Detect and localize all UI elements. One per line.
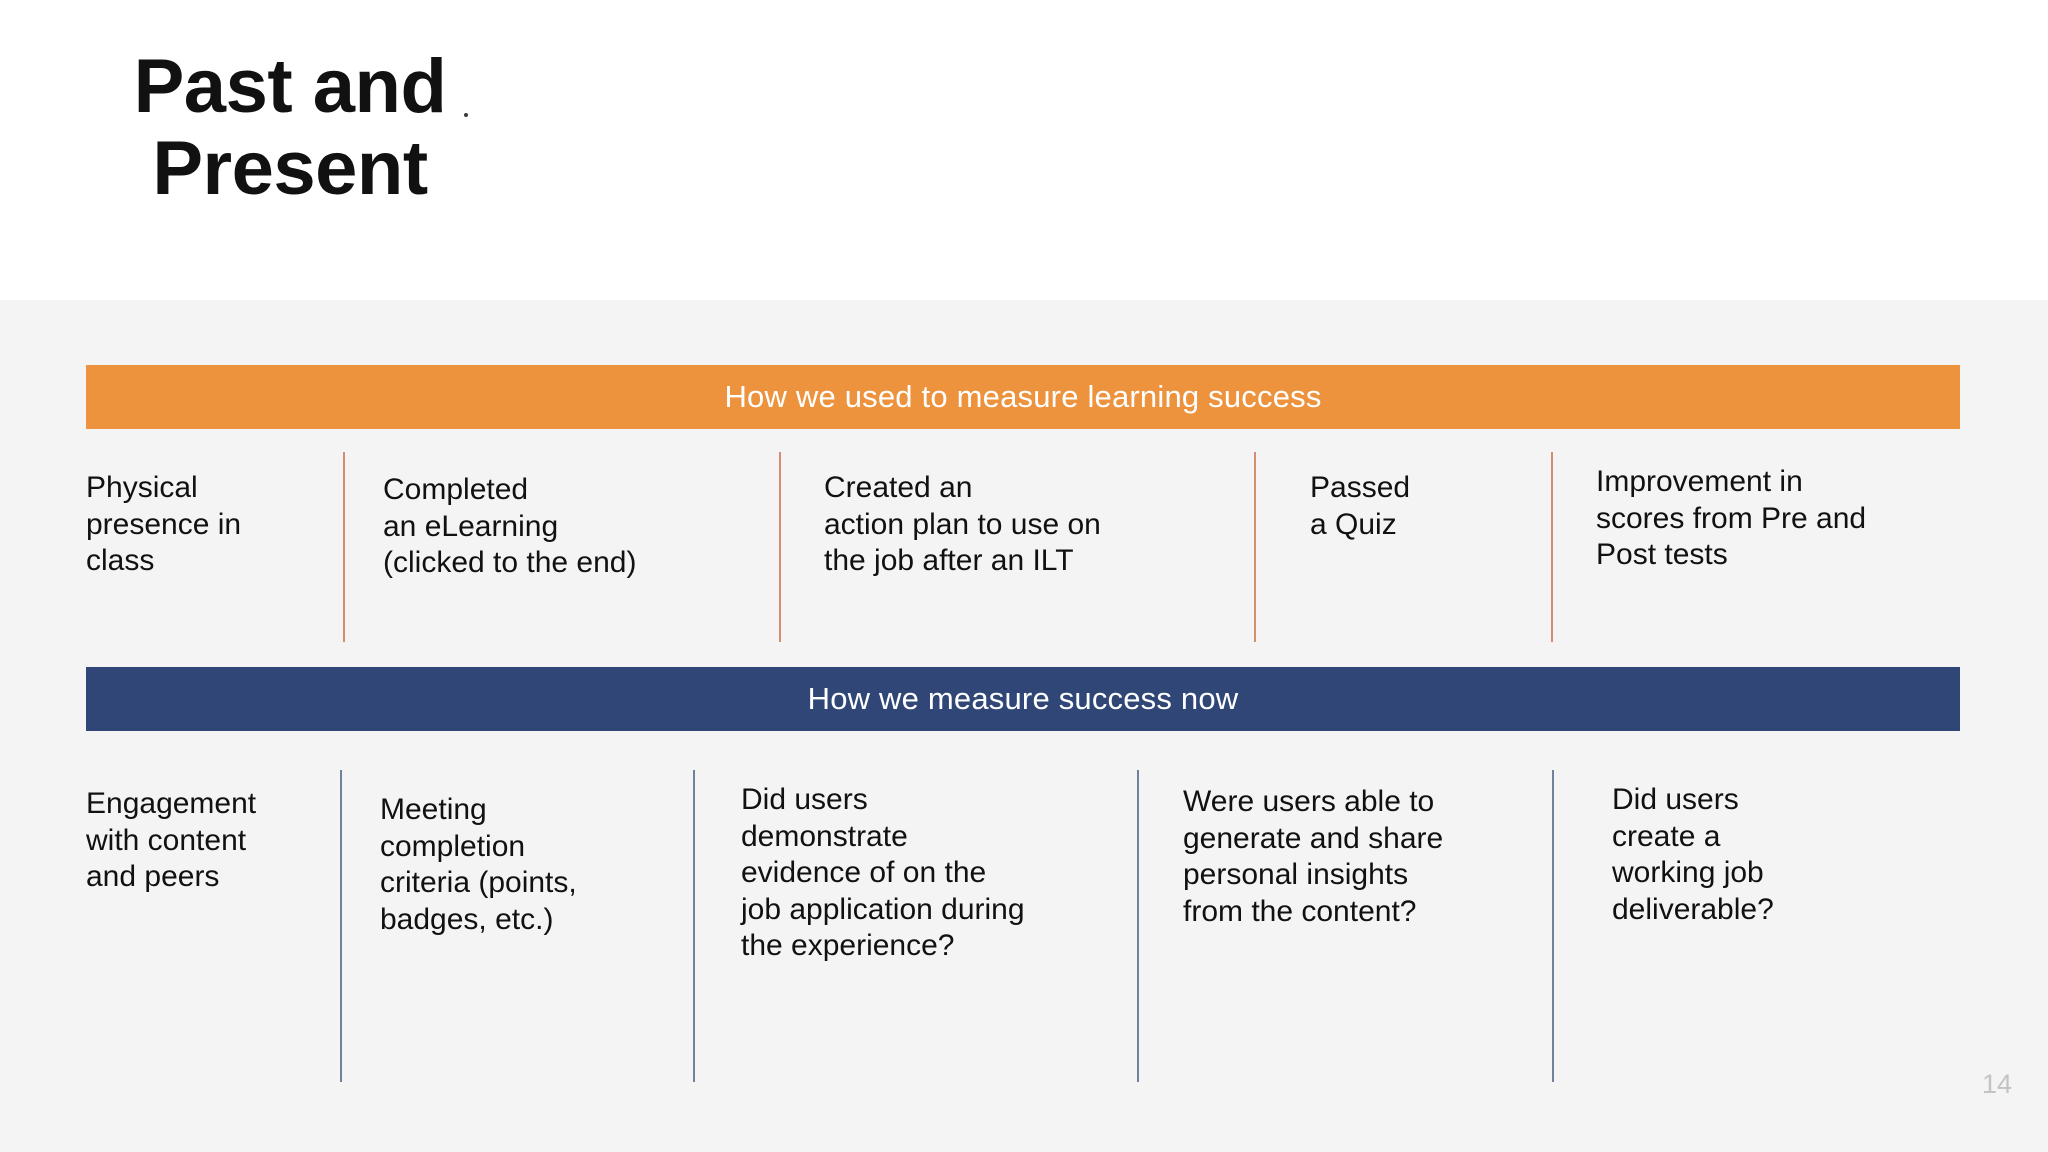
column-past-2: Completed an eLearning (clicked to the e… bbox=[343, 448, 779, 644]
column-divider-now-1 bbox=[340, 770, 342, 1082]
column-now-2-text: Meeting completion criteria (points, bad… bbox=[380, 793, 577, 936]
column-divider-past-2 bbox=[779, 452, 781, 642]
column-past-3-text: Created an action plan to use on the job… bbox=[824, 471, 1101, 578]
column-divider-past-3 bbox=[1254, 452, 1256, 642]
slide-header: Past and Present bbox=[0, 0, 2048, 300]
column-divider-now-4 bbox=[1552, 770, 1554, 1082]
column-now-1: Engagement with content and peers bbox=[86, 764, 340, 1088]
section-header-past-label: How we used to measure learning success bbox=[724, 379, 1322, 414]
columns-past: Physical presence in class Completed an … bbox=[86, 448, 1960, 644]
columns-now: Engagement with content and peers Meetin… bbox=[86, 764, 1960, 1088]
title-dot-decoration bbox=[464, 113, 468, 117]
column-past-5: Improvement in scores from Pre and Post … bbox=[1551, 448, 1960, 644]
column-now-2: Meeting completion criteria (points, bad… bbox=[340, 764, 693, 1088]
section-header-past: How we used to measure learning success bbox=[86, 365, 1960, 429]
column-past-4-text: Passed a Quiz bbox=[1310, 471, 1411, 541]
column-past-5-text: Improvement in scores from Pre and Post … bbox=[1596, 465, 1867, 572]
column-divider-now-2 bbox=[693, 770, 695, 1082]
section-header-now: How we measure success now bbox=[86, 667, 1960, 731]
column-divider-now-3 bbox=[1137, 770, 1139, 1082]
column-now-5-text: Did users create a working job deliverab… bbox=[1612, 783, 1774, 926]
column-divider-past-1 bbox=[343, 452, 345, 642]
column-divider-past-4 bbox=[1551, 452, 1553, 642]
column-now-3-text: Did users demonstrate evidence of on the… bbox=[741, 783, 1025, 963]
section-header-now-label: How we measure success now bbox=[807, 681, 1239, 716]
column-past-3: Created an action plan to use on the job… bbox=[779, 448, 1254, 644]
page-number: 14 bbox=[1981, 1069, 2012, 1099]
column-now-4-text: Were users able to generate and share pe… bbox=[1183, 785, 1444, 928]
column-past-1-text: Physical presence in class bbox=[86, 471, 242, 578]
column-past-4: Passed a Quiz bbox=[1254, 448, 1551, 644]
column-now-3: Did users demonstrate evidence of on the… bbox=[693, 764, 1137, 1088]
column-now-4: Were users able to generate and share pe… bbox=[1137, 764, 1552, 1088]
column-past-1: Physical presence in class bbox=[86, 448, 343, 644]
column-now-5: Did users create a working job deliverab… bbox=[1552, 764, 1960, 1088]
column-now-1-text: Engagement with content and peers bbox=[86, 787, 257, 894]
column-past-2-text: Completed an eLearning (clicked to the e… bbox=[383, 473, 637, 580]
page-title: Past and Present bbox=[133, 44, 447, 212]
